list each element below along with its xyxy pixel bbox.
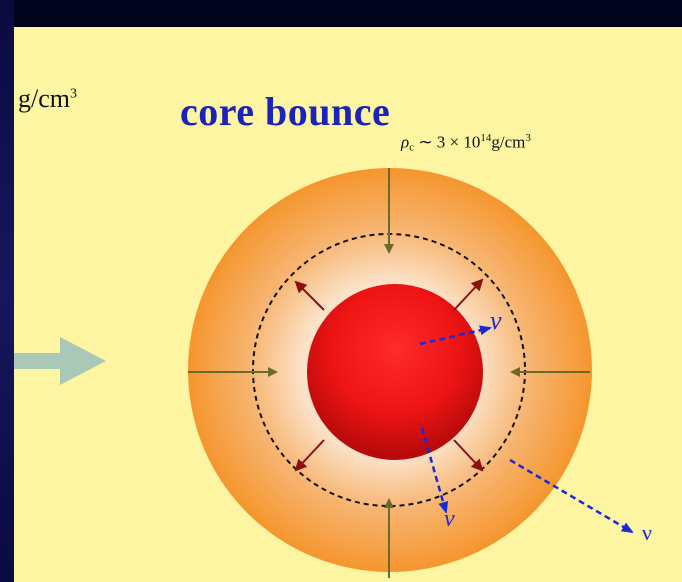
density-exponent: 14 [480,132,492,144]
neutrino-label-escape: ν [642,520,652,545]
frame-left [0,0,14,582]
neutrino-arrow-lower [420,427,449,514]
rho-symbol: ρ [401,132,410,152]
neutrino-label-lower: ν [444,506,455,532]
density-unit: g/cm [491,132,526,152]
bounce-arrow-nw [294,280,325,311]
density-unit-exp: 3 [525,132,531,144]
bounce-arrow-se [453,439,484,472]
dense-core [307,284,483,460]
rho-subscript: c [409,141,415,154]
neutrino-arrow-escape [509,458,634,534]
big-transition-arrow [14,337,106,385]
left-density-unit: g/cm3 [18,84,77,114]
core-density-label: ρc ∼ 3 × 1014g/cm3 [401,132,531,154]
density-approx: ∼ 3 × 10 [418,132,481,152]
neutrino-arrows [419,325,634,534]
diagram-title: core bounce [180,89,391,134]
infall-arrows [188,168,590,578]
bounce-arrow-sw [294,439,325,472]
left-unit-exp: 3 [70,86,77,102]
bounce-arrows [294,278,484,472]
left-unit-base: g/cm [18,84,70,113]
bounce-arrow-ne [453,278,484,311]
neutrino-arrow-core [419,325,492,346]
neutrino-label-core: ν [490,306,502,335]
frame-top [0,0,682,27]
